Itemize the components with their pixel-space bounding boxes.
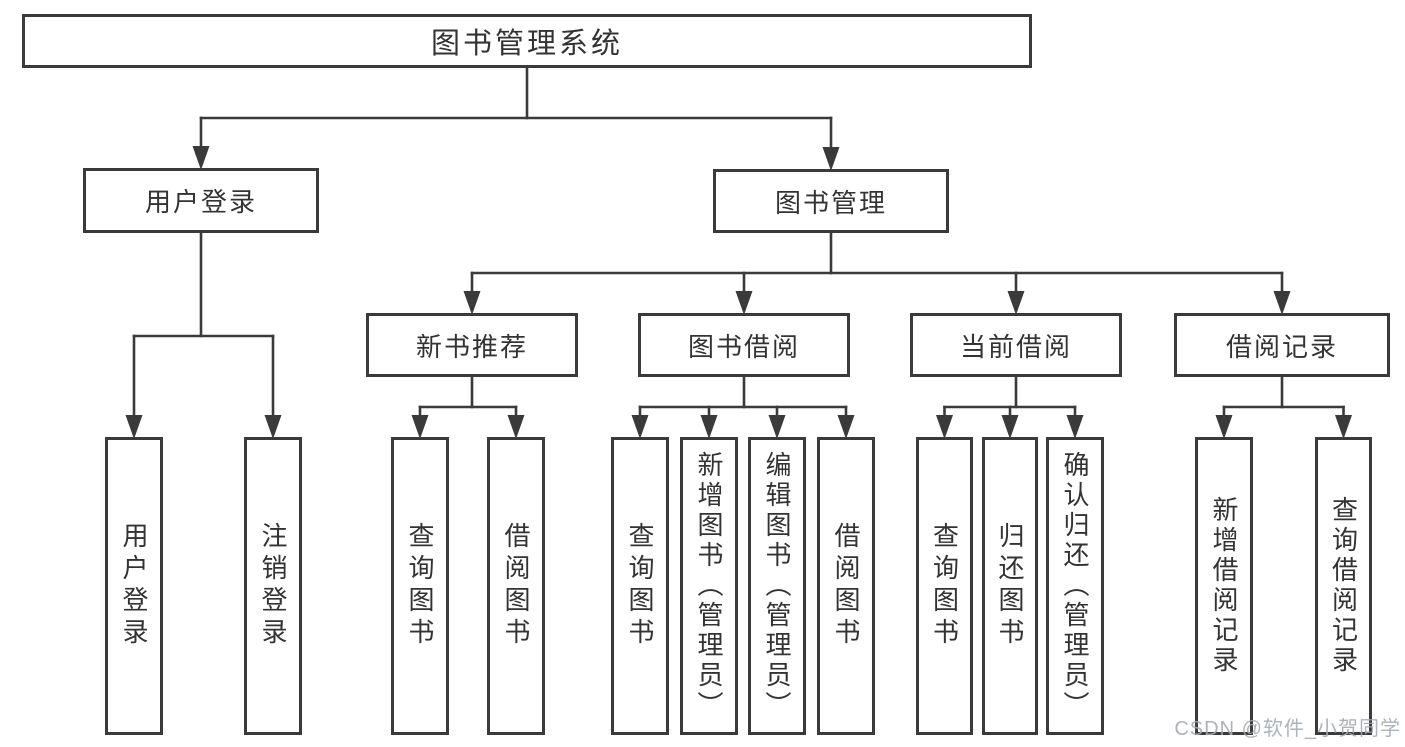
arrowhead-query-borrow-record (1335, 415, 1352, 439)
node-confirm-return: 确认归还（管理员） (1046, 437, 1104, 735)
arrowhead-book-borrow (735, 291, 753, 315)
arrowhead-confirm-return (1066, 415, 1084, 439)
arrowhead-new-book-rec (463, 291, 481, 315)
node-label-root: 图书管理系统 (430, 28, 623, 60)
arrowhead-book-mgmt (822, 147, 840, 171)
node-return-book: 归还图书 (982, 437, 1038, 735)
arrowhead-query-book-2 (631, 415, 649, 439)
node-label-new-book-rec: 新书推荐 (415, 331, 528, 362)
node-add-book: 新增图书（管理员） (680, 437, 738, 735)
node-label-edit-book: 编辑图书（管理员） (762, 451, 792, 721)
node-borrow-book-2: 借阅图书 (817, 437, 875, 735)
arrowhead-logout (264, 415, 282, 439)
arrowhead-query-book-1 (411, 415, 429, 439)
node-borrow-book-1: 借阅图书 (487, 437, 545, 735)
node-borrow-records: 借阅记录 (1174, 313, 1390, 377)
node-book-borrow: 图书借阅 (638, 313, 850, 377)
node-user-login: 用户登录 (83, 168, 319, 233)
node-query-book-2: 查询图书 (611, 437, 669, 735)
node-query-book-3: 查询图书 (916, 437, 973, 735)
node-label-query-book-2: 查询图书 (625, 522, 655, 650)
node-label-query-book-3: 查询图书 (929, 522, 960, 650)
node-label-borrow-book-1: 借阅图书 (501, 522, 531, 650)
arrowhead-login (125, 415, 143, 439)
node-label-query-borrow-record: 查询借阅记录 (1328, 496, 1359, 676)
node-label-borrow-records: 借阅记录 (1225, 331, 1338, 362)
arrowhead-borrow-book-2 (837, 415, 855, 439)
node-label-login: 用户登录 (119, 522, 149, 650)
csdn-watermark: CSDN @软件_小贺同学 (1174, 718, 1401, 740)
node-label-book-mgmt: 图书管理 (774, 187, 887, 218)
arrowhead-edit-book (768, 415, 786, 439)
node-label-user-login: 用户登录 (144, 187, 257, 217)
node-label-current-borrow: 当前借阅 (959, 331, 1072, 362)
node-label-add-borrow-record: 新增借阅记录 (1209, 496, 1239, 676)
node-new-book-rec: 新书推荐 (366, 313, 578, 377)
node-query-book-1: 查询图书 (391, 437, 449, 735)
node-query-borrow-record: 查询借阅记录 (1315, 437, 1372, 735)
arrowhead-current-borrow (1007, 291, 1025, 315)
arrowhead-return-book (1001, 415, 1019, 439)
node-edit-book: 编辑图书（管理员） (748, 437, 806, 735)
node-book-mgmt: 图书管理 (713, 169, 949, 233)
node-root: 图书管理系统 (22, 14, 1032, 68)
node-current-borrow: 当前借阅 (910, 313, 1122, 377)
node-label-borrow-book-2: 借阅图书 (831, 522, 861, 650)
arrowhead-add-book (700, 415, 718, 439)
arrowhead-query-book-3 (936, 415, 953, 439)
arrowhead-add-borrow-record (1215, 415, 1233, 439)
node-label-add-book: 新增图书（管理员） (694, 451, 724, 721)
node-label-query-book-1: 查询图书 (405, 522, 435, 650)
node-label-confirm-return: 确认归还（管理员） (1060, 451, 1090, 721)
arrowhead-borrow-records (1273, 291, 1291, 315)
arrowhead-borrow-book-1 (507, 415, 525, 439)
arrowhead-user-login (192, 146, 210, 170)
node-label-book-borrow: 图书借阅 (687, 331, 800, 362)
node-logout: 注销登录 (244, 437, 302, 735)
node-label-return-book: 归还图书 (995, 522, 1025, 650)
node-label-logout: 注销登录 (258, 522, 288, 650)
node-add-borrow-record: 新增借阅记录 (1195, 437, 1253, 735)
node-login: 用户登录 (105, 437, 163, 735)
